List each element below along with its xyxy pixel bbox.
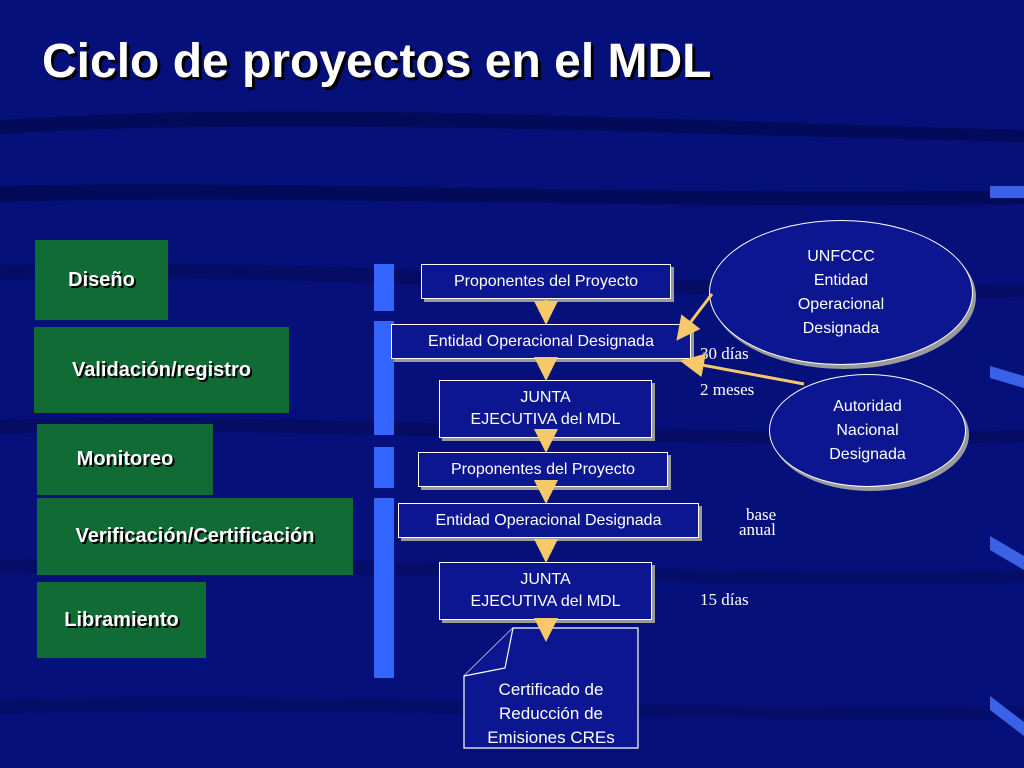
phase-libramiento-label: Libramiento: [64, 608, 179, 631]
box-proponentes-1-label: Proponentes del Proyecto: [453, 272, 639, 290]
box-entidad-operacional-1-label: Entidad Operacional Designada: [428, 332, 654, 350]
page-title: Ciclo de proyectos en el MDL: [42, 35, 712, 88]
phase-validacion-registro-label: Validación/registro: [72, 358, 251, 381]
box-entidad-operacional-2: Entidad Operacional Designada: [398, 503, 699, 538]
phase-bar-verificacion: [374, 498, 394, 678]
note-30-dias: 30 días: [700, 344, 749, 363]
phase-bar-diseno: [374, 264, 394, 311]
box-junta-ejecutiva-2-line1: JUNTA: [520, 571, 571, 588]
autoridad-line1: Autoridad: [833, 397, 902, 415]
unfccc-line1: UNFCCC: [807, 247, 875, 265]
phase-diseno-label: Diseño: [68, 268, 135, 291]
box-proponentes-2-label: Proponentes del Proyecto: [450, 460, 636, 478]
phase-monitoreo-label: Monitoreo: [76, 448, 174, 470]
box-junta-ejecutiva-1-line2: EJECUTIVA del MDL: [470, 411, 621, 428]
box-entidad-operacional-1: Entidad Operacional Designada: [391, 324, 691, 359]
phase-libramiento: Libramiento: [37, 582, 206, 658]
note-anual: anual: [739, 520, 776, 539]
ellipse-unfccc-entidad-operacional: UNFCCC Entidad Operacional Designada: [709, 220, 973, 365]
unfccc-line4: Designada: [802, 319, 880, 337]
note-base: base: [746, 505, 777, 524]
phase-validacion-registro: Validación/registro: [34, 327, 289, 413]
autoridad-line2: Nacional: [836, 421, 899, 439]
unfccc-line3: Operacional: [797, 295, 885, 313]
certificado-line2: Reducción de: [499, 704, 603, 723]
certificado-line1: Certificado de: [498, 680, 604, 699]
box-junta-ejecutiva-2-line2: EJECUTIVA del MDL: [470, 593, 621, 610]
phase-diseno: Diseño: [35, 240, 168, 320]
box-junta-ejecutiva-2: JUNTA EJECUTIVA del MDL: [439, 562, 652, 620]
phase-bar-validacion: [374, 321, 394, 435]
unfccc-line2: Entidad: [813, 271, 869, 289]
box-junta-ejecutiva-1: JUNTA EJECUTIVA del MDL: [439, 380, 652, 438]
phase-verificacion-certificacion: Verificación/Certificación: [37, 498, 353, 575]
phase-bar-monitoreo: [374, 447, 394, 488]
box-entidad-operacional-2-label: Entidad Operacional Designada: [435, 511, 662, 529]
box-proponentes-2: Proponentes del Proyecto: [418, 452, 668, 487]
certificado-reduccion-emisiones: Certificado de Reducción de Emisiones CR…: [464, 678, 638, 750]
phase-monitoreo: Monitoreo: [37, 424, 213, 495]
phase-verificacion-certificacion-label: Verificación/Certificación: [75, 525, 315, 547]
note-2-meses: 2 meses: [700, 380, 755, 399]
note-15-dias: 15 días: [700, 590, 749, 609]
box-proponentes-1: Proponentes del Proyecto: [421, 264, 671, 299]
box-junta-ejecutiva-1-line1: JUNTA: [520, 389, 571, 406]
certificado-line3: Emisiones CREs: [487, 728, 615, 747]
ellipse-autoridad-nacional: Autoridad Nacional Designada: [769, 374, 966, 487]
autoridad-line3: Designada: [829, 445, 906, 463]
